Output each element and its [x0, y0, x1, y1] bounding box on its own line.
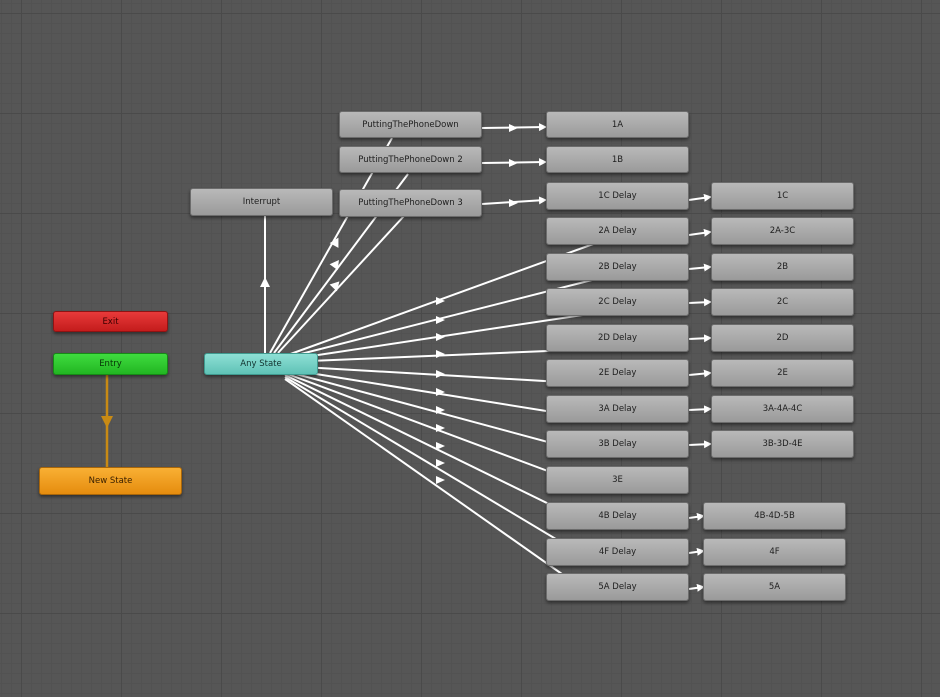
transition-direction-markers [436, 297, 445, 484]
state-label: 1B [611, 154, 624, 165]
exit-state[interactable]: Exit [53, 311, 168, 332]
state-label: 4B Delay [598, 511, 637, 521]
state-putting-phone-down[interactable]: PuttingThePhoneDown [339, 111, 482, 138]
state-5a[interactable]: 5A [703, 573, 846, 601]
transitions-putting-to-outcomes[interactable] [481, 123, 547, 205]
state-label: 4B-4D-5B [754, 511, 795, 521]
state-label: 2C Delay [598, 297, 637, 307]
state-5a-delay[interactable]: 5A Delay [546, 573, 689, 601]
state-1b[interactable]: 1B [546, 146, 689, 173]
state-2a-3c[interactable]: 2A-3C [711, 217, 854, 245]
state-putting-phone-down-2[interactable]: PuttingThePhoneDown 2 [339, 146, 482, 173]
state-2c-delay[interactable]: 2C Delay [546, 288, 689, 316]
state-label: 3B-3D-4E [762, 439, 803, 449]
state-3a-4a-4c[interactable]: 3A-4A-4C [711, 395, 854, 423]
state-label: 2A Delay [598, 226, 637, 236]
state-label: 1A [611, 119, 624, 130]
state-label: PuttingThePhoneDown 2 [358, 154, 463, 165]
state-label: 2B [776, 262, 789, 272]
state-label: 4F Delay [598, 547, 637, 557]
state-2d[interactable]: 2D [711, 324, 854, 352]
state-3b-delay[interactable]: 3B Delay [546, 430, 689, 458]
state-2c[interactable]: 2C [711, 288, 854, 316]
state-label: 1C Delay [598, 191, 637, 201]
state-label: PuttingThePhoneDown [362, 119, 459, 130]
new-state-label: New State [88, 476, 133, 486]
transitions-delay-to-result[interactable] [688, 193, 712, 592]
state-label: 2C [776, 297, 789, 307]
state-label: 3B Delay [598, 439, 637, 449]
entry-state-label: Entry [99, 359, 122, 369]
state-4f-delay[interactable]: 4F Delay [546, 538, 689, 566]
transition-midpoint-markers [509, 124, 518, 207]
new-state[interactable]: New State [39, 467, 182, 495]
transition-any-state-to-interrupt[interactable] [260, 216, 270, 353]
state-3b-3d-4e[interactable]: 3B-3D-4E [711, 430, 854, 458]
state-label: 2B Delay [598, 262, 637, 272]
state-label: 3E [612, 475, 623, 485]
state-4f[interactable]: 4F [703, 538, 846, 566]
entry-state[interactable]: Entry [53, 353, 168, 375]
state-label: 2D [776, 333, 789, 343]
state-2b[interactable]: 2B [711, 253, 854, 281]
exit-state-label: Exit [102, 316, 119, 327]
state-label: 2D Delay [597, 333, 638, 343]
state-label: 5A [768, 582, 781, 592]
any-state[interactable]: Any State [204, 353, 318, 375]
state-label: PuttingThePhoneDown 3 [358, 198, 463, 208]
state-interrupt[interactable]: Interrupt [190, 188, 333, 216]
state-label: 2A-3C [769, 226, 796, 236]
state-label: 1C [776, 191, 789, 201]
state-2d-delay[interactable]: 2D Delay [546, 324, 689, 352]
state-label: 2E [777, 368, 788, 378]
state-label: 3A-4A-4C [762, 404, 803, 414]
any-state-label: Any State [240, 359, 282, 369]
state-1c[interactable]: 1C [711, 182, 854, 210]
state-4b-delay[interactable]: 4B Delay [546, 502, 689, 530]
state-2b-delay[interactable]: 2B Delay [546, 253, 689, 281]
state-2a-delay[interactable]: 2A Delay [546, 217, 689, 245]
state-label: 2E Delay [598, 368, 637, 378]
default-transition-entry-to-new-state[interactable] [101, 375, 113, 467]
state-1a[interactable]: 1A [546, 111, 689, 138]
state-label: 4F [769, 547, 780, 557]
state-label: 3A Delay [598, 404, 637, 414]
state-3e[interactable]: 3E [546, 466, 689, 494]
state-2e-delay[interactable]: 2E Delay [546, 359, 689, 387]
state-interrupt-label: Interrupt [242, 197, 281, 207]
state-3a-delay[interactable]: 3A Delay [546, 395, 689, 423]
state-label: 5A Delay [598, 582, 637, 592]
state-2e[interactable]: 2E [711, 359, 854, 387]
state-1c-delay[interactable]: 1C Delay [546, 182, 689, 210]
state-4b-4d-5b[interactable]: 4B-4D-5B [703, 502, 846, 530]
state-putting-phone-down-3[interactable]: PuttingThePhoneDown 3 [339, 189, 482, 217]
